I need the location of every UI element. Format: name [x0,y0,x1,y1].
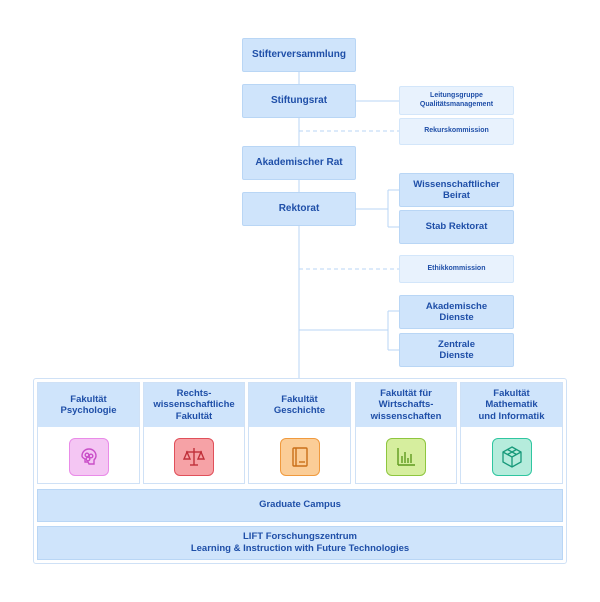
leitungsgruppe-label-1: Leitungsgruppe [430,92,483,100]
brain-icon [68,438,109,476]
book-icon [279,438,320,476]
rekurskommission-box: Rekurskommission [399,118,514,145]
zentrale-label-1: Zentrale [438,338,475,350]
rektorat-box: Rektorat [242,192,356,226]
faculty-header: Fakultät Psychologie [38,383,139,427]
faculty-header: Fakultät Geschichte [249,383,350,427]
stiftungsrat-label: Stiftungsrat [270,95,328,106]
akademische-dienste-box: Akademische Dienste [399,295,514,329]
faculty-header: Rechts- wissenschaftliche Fakultät [144,383,244,427]
akademischer-rat-label: Akademischer Rat [255,157,343,168]
faculty-label-1: Rechts- [176,387,212,399]
faculty-label-3: wissenschaften [370,410,442,422]
stab-rektorat-box: Stab Rektorat [399,210,514,244]
stiftungsrat-box: Stiftungsrat [242,84,356,118]
faculty-label-2: Geschichte [273,405,326,416]
beirat-label-2: Beirat [443,190,470,201]
graduate-campus-label: Graduate Campus [259,499,341,511]
akad-dienste-label-2: Dienste [439,312,474,323]
wissenschaftlicher-beirat-box: Wissenschaftlicher Beirat [399,173,514,207]
faculty-label-2: Wirtschafts- [378,399,434,411]
faculty-wirtschaftswissenschaften: Fakultät für Wirtschafts- wissenschaften [355,382,457,484]
scales-icon [174,438,214,476]
faculty-rechtswissenschaft: Rechts- wissenschaftliche Fakultät [143,382,245,484]
graduate-campus-box: Graduate Campus [37,489,563,522]
faculty-label-1: Fakultät [493,387,530,399]
faculty-label-1: Fakultät [70,393,107,405]
faculty-label-2: wissenschaftliche [153,399,235,411]
faculty-label-2: Psychologie [60,405,117,416]
lift-forschungszentrum-box: LIFT Forschungszentrum Learning & Instru… [37,526,563,560]
zentrale-label-2: Dienste [439,350,474,361]
faculty-geschichte: Fakultät Geschichte [248,382,351,484]
lift-label-2: Learning & Instruction with Future Techn… [190,543,410,554]
rektorat-label: Rektorat [278,203,320,214]
faculty-label-1: Fakultät für [380,387,432,399]
faculty-header: Fakultät Mathematik und Informatik [461,383,562,427]
stab-rektorat-label: Stab Rektorat [425,221,488,233]
zentrale-dienste-box: Zentrale Dienste [399,333,514,367]
ethikkommission-label: Ethikkommission [427,264,486,272]
ethikkommission-box: Ethikkommission [399,255,514,283]
akademischer-rat-box: Akademischer Rat [242,146,356,180]
faculty-psychologie: Fakultät Psychologie [37,382,140,484]
leitungsgruppe-label-2: Qualitätsmanagement [419,100,494,108]
leitungsgruppe-box: Leitungsgruppe Qualitätsmanagement [399,86,514,115]
rekurskommission-label: Rekurskommission [424,127,489,135]
akad-dienste-label-1: Akademische [425,300,488,312]
lift-label-1: LIFT Forschungszentrum [243,530,357,542]
faculty-label-2: Mathematik [485,399,538,411]
faculty-label-1: Fakultät [281,393,318,405]
faculty-label-3: und Informatik [478,410,545,422]
cube-icon [491,438,532,476]
beirat-label-1: Wissenschaftlicher [413,178,500,190]
faculty-mathematik-informatik: Fakultät Mathematik und Informatik [460,382,563,484]
stifterversammlung-label: Stifterversammlung [252,49,346,60]
stifterversammlung-box: Stifterversammlung [242,38,356,72]
bar-chart-icon [386,438,426,476]
faculty-label-3: Fakultät [175,410,213,422]
faculty-header: Fakultät für Wirtschafts- wissenschaften [356,383,456,427]
